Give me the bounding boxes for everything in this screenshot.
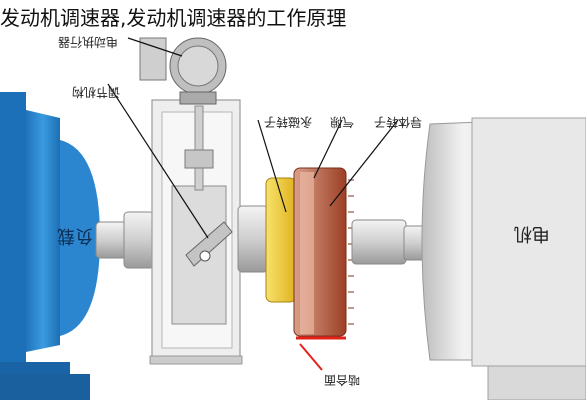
conductor-leader-line	[329, 119, 399, 207]
actuator-label: 电动执行器	[58, 35, 118, 49]
left-hub	[123, 211, 155, 269]
actuator-leader-line	[127, 37, 183, 57]
engagement-leader-line	[299, 343, 323, 371]
air-gap-leader-line	[313, 119, 343, 179]
conductor-rotor	[293, 167, 354, 340]
mid-hub	[237, 205, 269, 273]
regulating-mechanism-label: 调节机构	[72, 85, 120, 100]
magnet-rotor-leader-line	[257, 119, 287, 213]
electric-motor: 电机	[421, 117, 586, 400]
load-machine: 负载	[0, 92, 100, 400]
right-coupling	[351, 219, 407, 265]
engagement-surface-label: 啮合面	[324, 373, 360, 388]
air-gap-label: 气隙	[330, 115, 354, 130]
regulating-mechanism	[149, 99, 243, 365]
page-title: 发动机调速器,发动机调速器的工作原理	[0, 6, 347, 30]
permanent-magnet-rotor-label: 永磁转子	[264, 115, 312, 130]
regulating-leader-line	[107, 83, 209, 239]
motor-label: 电机	[514, 223, 550, 244]
electric-actuator	[139, 37, 227, 105]
load-label: 负载	[57, 225, 93, 246]
conductor-rotor-label: 导体转子	[374, 115, 422, 130]
